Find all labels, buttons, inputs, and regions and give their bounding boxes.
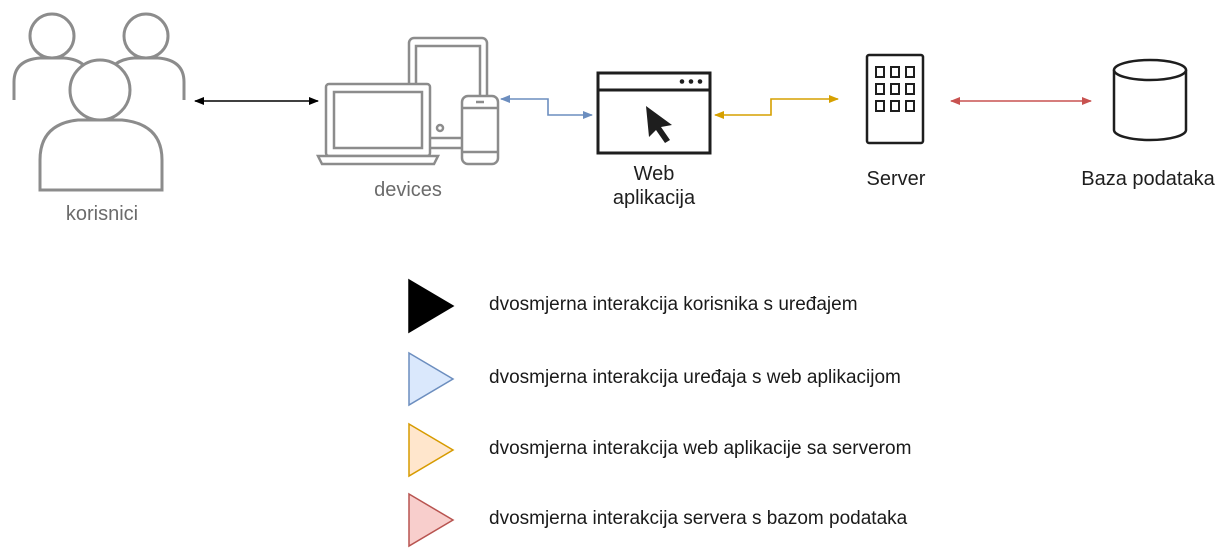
database-icon — [1112, 58, 1188, 142]
web-app-label-line1: Web — [633, 163, 675, 185]
legend-triangle-icon — [408, 351, 455, 407]
legend-item: dvosmjerna interakcija uređaja s web apl… — [405, 349, 1045, 409]
legend-text: dvosmjerna interakcija korisnika s uređa… — [489, 294, 858, 315]
cursor-icon — [646, 106, 672, 143]
legend-text: dvosmjerna interakcija web aplikacije sa… — [489, 438, 912, 459]
legend-triangle-icon — [408, 422, 455, 478]
legend-triangle-icon — [408, 492, 455, 548]
devices-webapp-connector — [500, 95, 593, 119]
legend-item: dvosmjerna interakcija korisnika s uređa… — [405, 276, 1045, 336]
legend-triangle-icon — [408, 278, 455, 334]
legend-text: dvosmjerna interakcija uređaja s web apl… — [489, 367, 901, 388]
web-application-icon — [596, 71, 712, 155]
legend-text: dvosmjerna interakcija servera s bazom p… — [489, 508, 908, 529]
web-app-label-line2: aplikacija — [612, 187, 696, 209]
database-label: Baza podataka — [1081, 168, 1215, 190]
devices-icon — [315, 36, 500, 166]
users-icon — [12, 12, 186, 192]
web-app-label: Web aplikacija — [594, 162, 714, 210]
server-label: Server — [866, 168, 926, 190]
devices-label: devices — [374, 179, 442, 201]
legend-item: dvosmjerna interakcija servera s bazom p… — [405, 490, 1045, 550]
users-label: korisnici — [65, 203, 139, 225]
server-icon — [865, 53, 925, 145]
webapp-server-connector — [714, 95, 839, 119]
legend-item: dvosmjerna interakcija web aplikacije sa… — [405, 420, 1045, 480]
